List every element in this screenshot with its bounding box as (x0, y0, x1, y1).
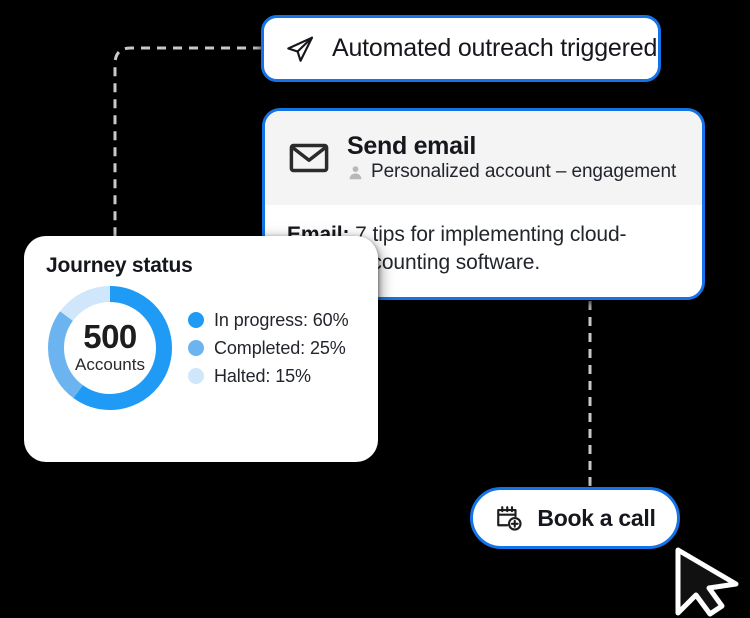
journey-donut-chart: 500 Accounts (46, 284, 174, 412)
donut-svg (48, 286, 172, 410)
journey-status-title: Journey status (46, 254, 193, 277)
send-email-header: Send email Personalized account – engage… (265, 111, 702, 205)
legend-dot-completed (188, 340, 204, 356)
send-paper-plane-icon (287, 36, 314, 62)
legend-item: Completed: 25% (188, 338, 348, 359)
book-a-call-button[interactable]: Book a call (470, 487, 680, 549)
legend-label-halted: Halted: 15% (214, 365, 311, 386)
mouse-pointer-icon (675, 547, 739, 617)
envelope-icon (289, 143, 329, 173)
legend-dot-in-progress (188, 312, 204, 328)
legend-label-in-progress: In progress: 60% (214, 309, 349, 330)
journey-legend: In progress: 60% Completed: 25% Halted: … (188, 309, 349, 387)
legend-label-completed: Completed: 25% (214, 337, 346, 358)
legend-dot-halted (188, 368, 204, 384)
person-icon (349, 165, 362, 179)
book-a-call-label: Book a call (537, 504, 656, 531)
connector-outreach-to-journey (113, 46, 262, 253)
calendar-add-icon (497, 506, 522, 531)
legend-item: In progress: 60% (188, 309, 349, 331)
journey-status-card[interactable]: Journey status 500 Accounts (24, 236, 378, 462)
legend-item: Halted: 15% (188, 366, 348, 387)
automated-outreach-card[interactable]: Automated outreach triggered (261, 15, 661, 82)
send-email-title: Send email (347, 131, 476, 160)
donut-segment-completed (48, 286, 172, 410)
send-email-subtitle: Personalized account – engagement (371, 161, 677, 183)
donut-segment-in-progress (48, 286, 172, 410)
automated-outreach-label: Automated outreach triggered (332, 34, 658, 62)
